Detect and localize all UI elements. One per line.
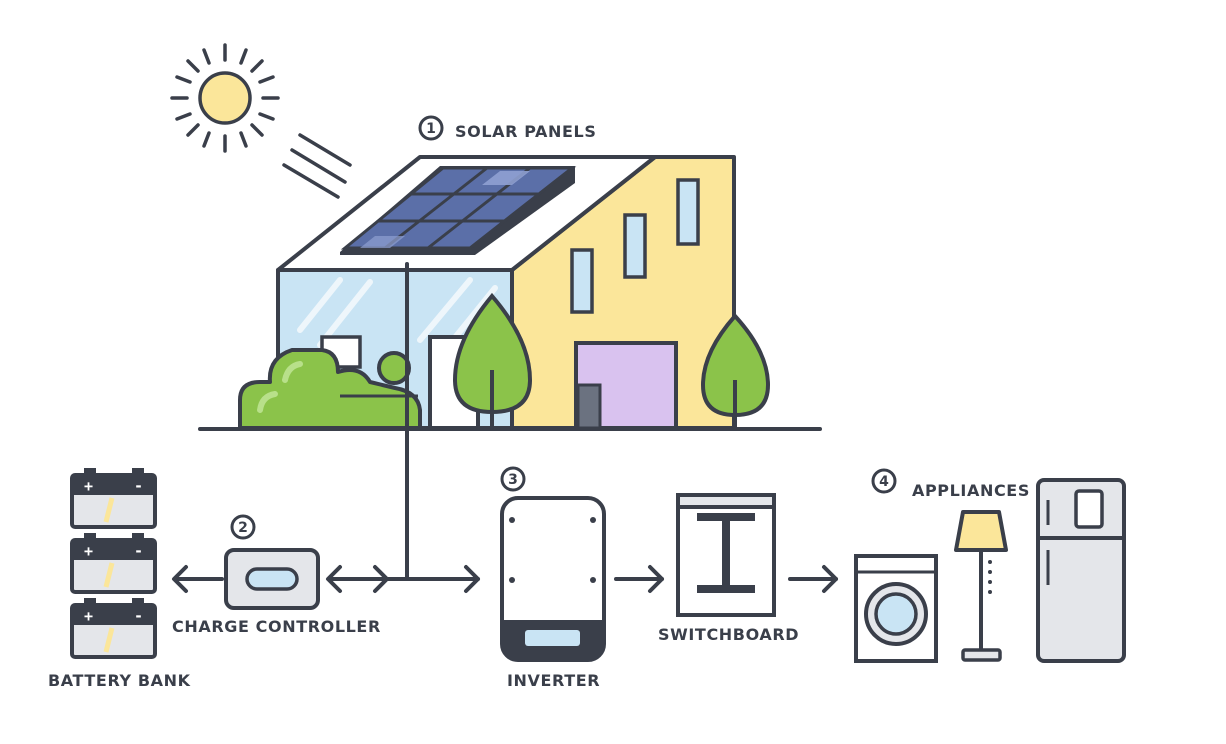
step-3-number: 3 xyxy=(508,472,518,488)
step-1-number: 1 xyxy=(426,121,436,137)
sun-icon xyxy=(170,43,352,199)
plus-sign: + xyxy=(84,607,93,625)
solar-panel xyxy=(340,166,577,255)
tree-left xyxy=(452,292,533,428)
connection-arrows xyxy=(172,262,838,593)
battery-cell xyxy=(70,533,157,594)
step-2-number: 2 xyxy=(238,520,248,536)
switchboard: SWITCHBOARD xyxy=(658,493,799,644)
sunbeam-lines xyxy=(282,133,352,199)
plus-sign: + xyxy=(84,542,93,560)
appliances: 4 APPLIANCES xyxy=(854,468,1126,663)
refrigerator-icon xyxy=(1036,478,1126,663)
charge-controller-label: CHARGE CONTROLLER xyxy=(172,617,381,636)
minus-sign: - xyxy=(134,607,143,625)
solar-panels-label: SOLAR PANELS xyxy=(455,122,596,141)
battery-bank-label: BATTERY BANK xyxy=(48,671,191,690)
floor-lamp-icon xyxy=(954,510,1008,662)
charge-controller: 2 CHARGE CONTROLLER xyxy=(172,514,381,636)
minus-sign: - xyxy=(134,477,143,495)
battery-cell xyxy=(70,468,157,529)
appliances-label: APPLIANCES xyxy=(912,481,1030,500)
battery-cell xyxy=(70,598,157,659)
battery-bank: + - + - + - BATTERY BANK xyxy=(48,468,191,690)
tree-right xyxy=(700,313,771,428)
inverter-label: INVERTER xyxy=(507,671,600,690)
bushes xyxy=(238,348,422,430)
switchboard-label: SWITCHBOARD xyxy=(658,625,799,644)
inverter: 3 INVERTER xyxy=(500,466,606,690)
plus-sign: + xyxy=(84,477,93,495)
minus-sign: - xyxy=(134,542,143,560)
washing-machine-icon xyxy=(854,554,938,663)
solar-panels-callout: 1 SOLAR PANELS xyxy=(418,115,596,141)
step-4-number: 4 xyxy=(879,474,889,490)
